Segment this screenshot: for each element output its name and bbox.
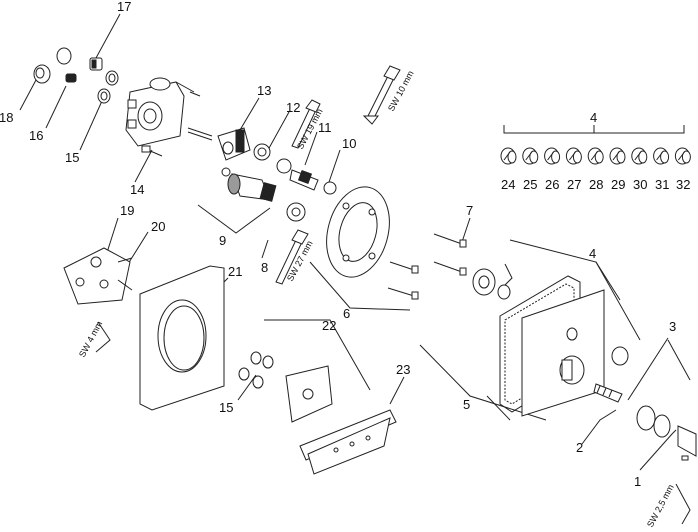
- label-17: 17: [117, 0, 131, 14]
- knob-32: [674, 147, 691, 165]
- part-number-labels: 17 18 16 15 14 13 12 11 10 9 8 7 6 5 4 4…: [0, 0, 676, 489]
- label-10: 10: [342, 136, 356, 151]
- part-8-nut: [286, 202, 306, 222]
- wrench-sw10: [362, 65, 401, 125]
- label-4-adapter: 4: [589, 246, 596, 261]
- knob-29: [609, 147, 626, 165]
- valve-body: [125, 77, 195, 147]
- label-4-knobs: 4: [590, 110, 597, 125]
- part-9-thermo-cartridge: [221, 167, 277, 202]
- wrench-sw19: [291, 99, 321, 149]
- part-4-adapter: [472, 268, 511, 300]
- label-20: 20: [151, 219, 165, 234]
- tool-sw4-key: [95, 321, 111, 353]
- label-22: 22: [322, 318, 336, 333]
- label-24: 24: [501, 177, 515, 192]
- part-17-nipple: [89, 57, 103, 71]
- label-32: 32: [676, 177, 690, 192]
- wrench-sw27: [275, 229, 309, 285]
- part-3-button: [611, 346, 629, 366]
- knob-set-24-32: [500, 147, 691, 165]
- part-14-screw: [141, 91, 213, 157]
- part-23-bracket: [299, 409, 397, 475]
- label-30: 30: [633, 177, 647, 192]
- label-9: 9: [219, 233, 226, 248]
- label-29: 29: [611, 177, 625, 192]
- knob-30: [631, 147, 648, 165]
- label-25: 25: [523, 177, 537, 192]
- part-2-handle: [593, 383, 623, 403]
- part-16-fitting: [56, 47, 77, 83]
- label-7: 7: [466, 203, 473, 218]
- label-16: 16: [29, 128, 43, 143]
- label-26: 26: [545, 177, 559, 192]
- knob-24: [500, 147, 517, 165]
- knob-27: [565, 147, 582, 165]
- label-14: 14: [130, 182, 144, 197]
- part-15-o-rings-top: [97, 70, 119, 104]
- label-12: 12: [286, 100, 300, 115]
- label-15-lower: 15: [219, 400, 233, 415]
- label-11: 11: [318, 120, 332, 135]
- part-21-frame: [139, 265, 225, 411]
- part-13-cartridge: [217, 127, 251, 161]
- part-11-spindle: [276, 158, 319, 191]
- label-13: 13: [257, 83, 271, 98]
- knob-set-labels: 24 25 26 27 28 29 30 31 32: [501, 177, 690, 192]
- part-22-plate: [285, 365, 333, 423]
- label-15-top: 15: [65, 150, 79, 165]
- label-6: 6: [343, 306, 350, 321]
- label-2: 2: [576, 440, 583, 455]
- knob-26: [544, 147, 561, 165]
- part-19-20-rough-in: [63, 247, 133, 305]
- part-15-o-rings-lower: [238, 351, 274, 389]
- label-1: 1: [634, 474, 641, 489]
- knob-28: [587, 147, 604, 165]
- label-21: 21: [228, 264, 242, 279]
- part-12-nut: [253, 143, 271, 161]
- part-7-screws: [387, 233, 467, 300]
- part-6-mounting-ring: [326, 186, 390, 278]
- label-19: 19: [120, 203, 134, 218]
- label-23: 23: [396, 362, 410, 377]
- label-8: 8: [261, 260, 268, 275]
- part-18-cap: [33, 64, 51, 84]
- label-28: 28: [589, 177, 603, 192]
- part-1-knob: [636, 405, 697, 461]
- label-18: 18: [0, 110, 13, 125]
- knob-25: [522, 147, 539, 165]
- tool-sw25-key: [675, 483, 691, 525]
- label-5: 5: [463, 397, 470, 412]
- label-31: 31: [655, 177, 669, 192]
- part-10-ring: [323, 181, 337, 195]
- label-sw25: SW 2,5 mm: [645, 483, 676, 529]
- label-3: 3: [669, 319, 676, 334]
- label-27: 27: [567, 177, 581, 192]
- label-sw4: SW 4 mm: [77, 319, 104, 359]
- cover-plate: [521, 289, 605, 417]
- knob-31: [653, 147, 670, 165]
